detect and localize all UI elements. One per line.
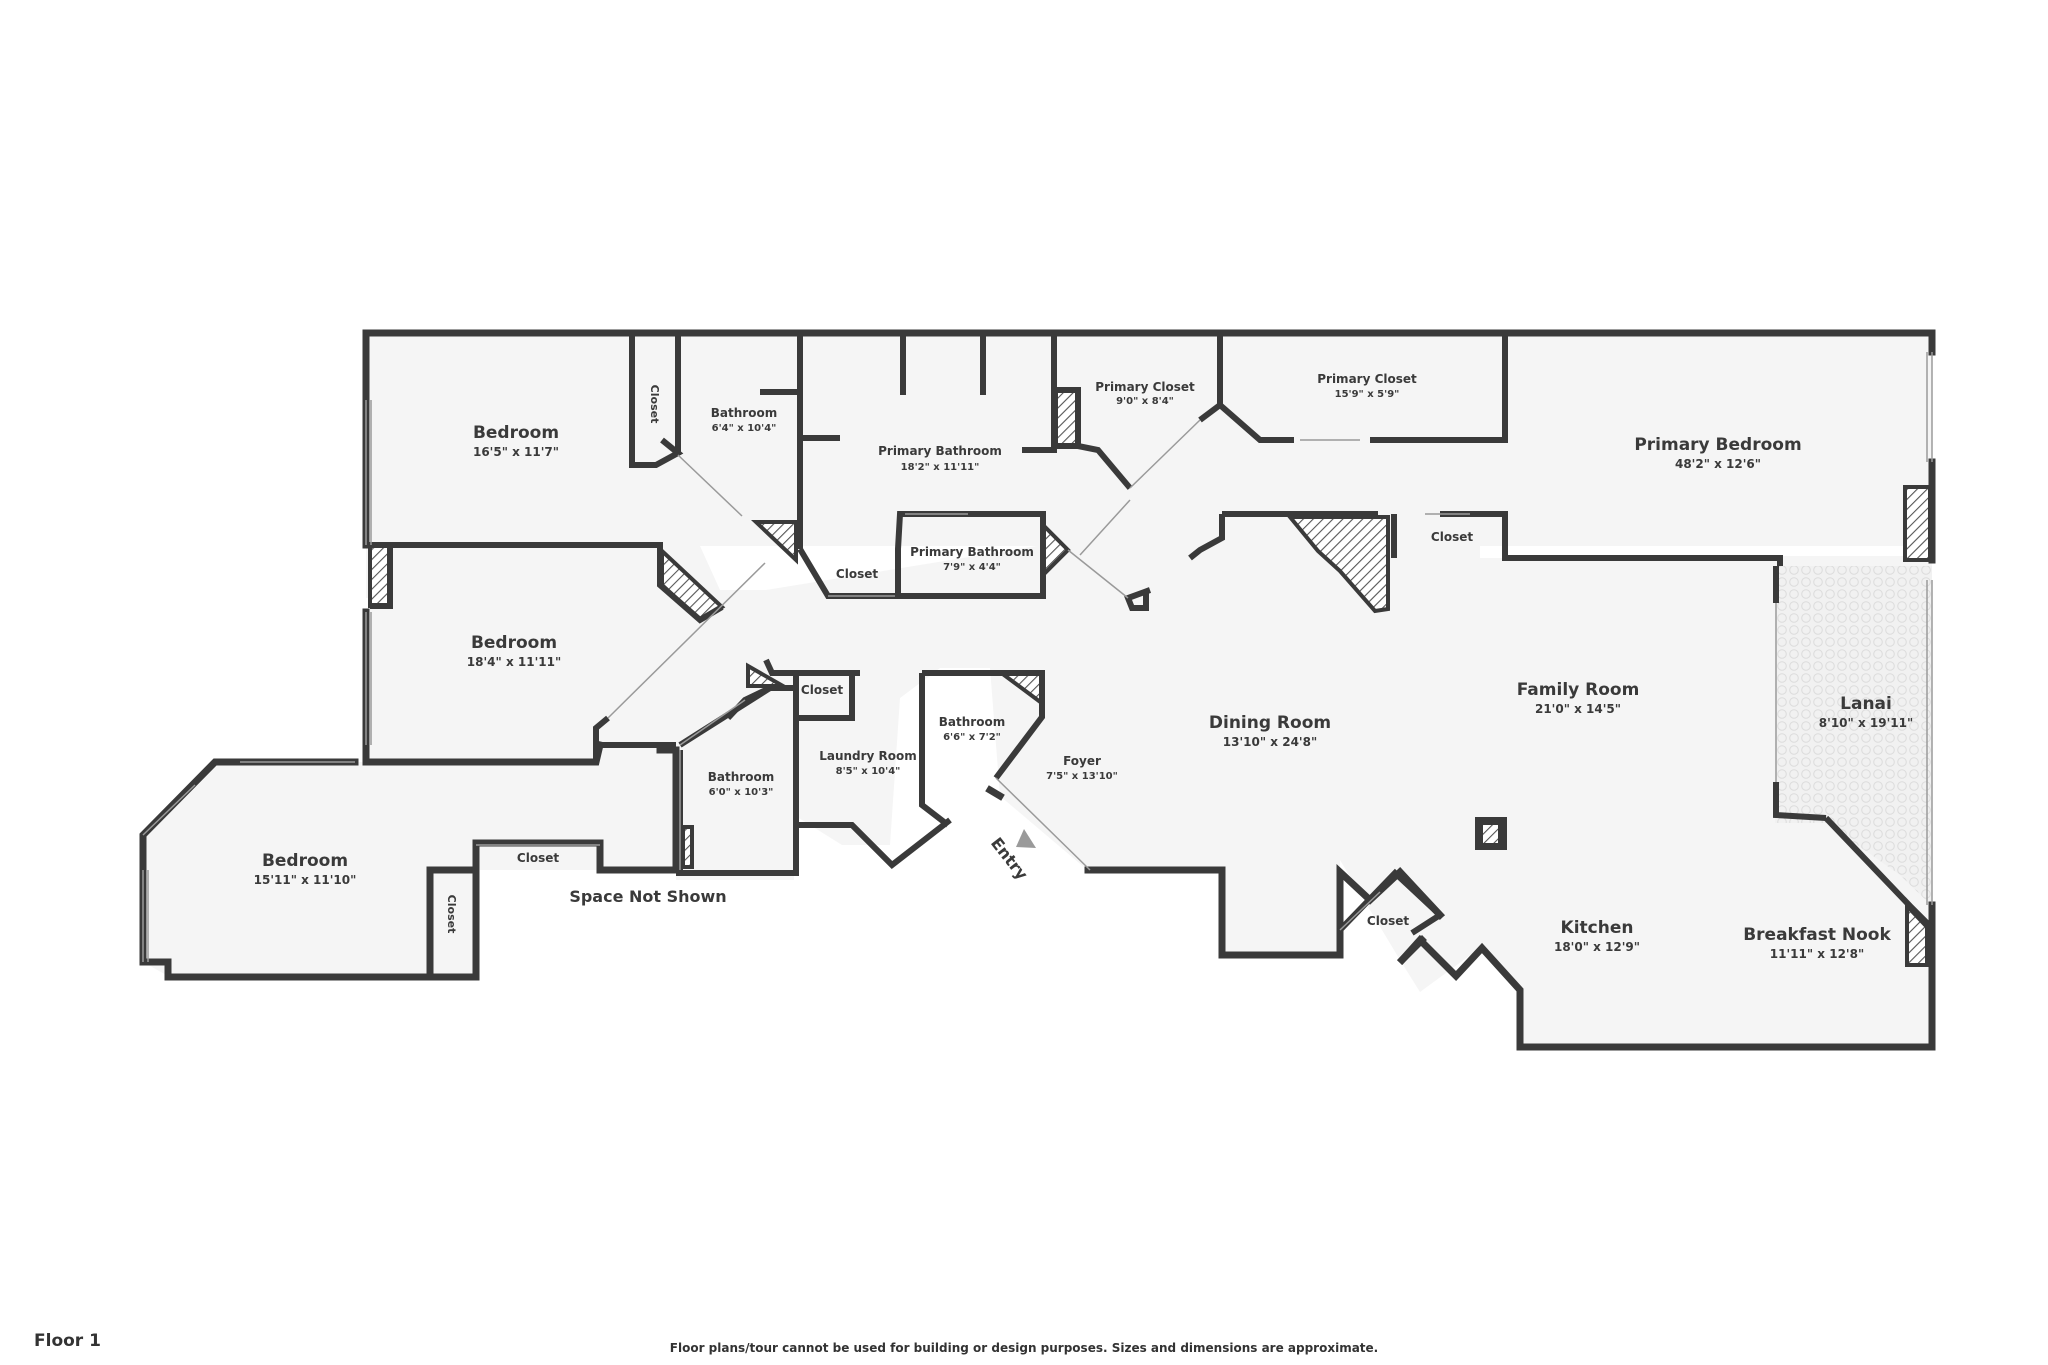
room-name-primary-bedroom: Primary Bedroom <box>1634 435 1801 455</box>
room-dims-primary-closet-1: 9'0" x 8'4" <box>1116 396 1174 407</box>
room-dims-laundry-room: 8'5" x 10'4" <box>836 766 901 777</box>
room-name-dining-room: Dining Room <box>1209 713 1331 733</box>
windows <box>142 352 1933 962</box>
room-dims-bedroom-sw: 15'11" x 11'10" <box>254 873 357 887</box>
lanai-floor <box>1775 566 1932 906</box>
room-name-closet-sw-v: Closet <box>445 895 458 934</box>
room-dims-dining-room: 13'10" x 24'8" <box>1223 735 1317 749</box>
room-name-closet-hall: Closet <box>836 567 878 581</box>
doors <box>142 419 1777 931</box>
room-dims-primary-bathroom: 18'2" x 11'11" <box>901 462 980 473</box>
room-dims-lanai: 8'10" x 19'11" <box>1819 716 1913 730</box>
room-dims-foyer: 7'5" x 13'10" <box>1046 771 1118 782</box>
room-name-primary-bathroom-2: Primary Bathroom <box>910 545 1034 559</box>
entry-arrow-icon <box>1016 829 1036 848</box>
room-name-primary-bathroom: Primary Bathroom <box>878 444 1002 458</box>
room-name-closet-primary: Closet <box>1431 530 1473 544</box>
room-name-bedroom-nw: Bedroom <box>473 423 559 443</box>
room-dims-primary-bedroom: 48'2" x 12'6" <box>1675 457 1761 471</box>
room-dims-breakfast-nook: 11'11" x 12'8" <box>1770 947 1864 961</box>
room-name-lanai: Lanai <box>1840 694 1892 714</box>
room-name-bedroom-w: Bedroom <box>471 633 557 653</box>
space-not-shown-label: Space Not Shown <box>569 887 726 906</box>
room-name-bedroom-sw: Bedroom <box>262 851 348 871</box>
floor-label: Floor 1 <box>34 1331 101 1351</box>
room-name-foyer: Foyer <box>1063 754 1101 768</box>
hatched-areas <box>368 388 1932 967</box>
room-dims-bathroom-c: 6'6" x 7'2" <box>943 732 1001 743</box>
room-dims-kitchen: 18'0" x 12'9" <box>1554 940 1640 954</box>
room-name-closet-laundry: Closet <box>801 683 843 697</box>
room-name-primary-closet-2: Primary Closet <box>1317 372 1417 386</box>
room-labels: Bedroom 16'5" x 11'7" Closet Bathroom 6'… <box>254 372 1914 961</box>
floor-fills <box>143 333 1932 1046</box>
room-name-breakfast-nook: Breakfast Nook <box>1743 925 1891 945</box>
room-name-closet-kitchen: Closet <box>1367 914 1409 928</box>
room-name-closet-sw-h: Closet <box>517 851 559 865</box>
room-dims-bedroom-w: 18'4" x 11'11" <box>467 655 561 669</box>
room-name-primary-closet-1: Primary Closet <box>1095 380 1195 394</box>
room-name-kitchen: Kitchen <box>1561 918 1634 938</box>
room-dims-primary-bathroom-2: 7'9" x 4'4" <box>943 562 1001 573</box>
room-dims-bathroom-n: 6'4" x 10'4" <box>712 423 777 434</box>
room-dims-family-room: 21'0" x 14'5" <box>1535 702 1621 716</box>
room-dims-bedroom-nw: 16'5" x 11'7" <box>473 445 559 459</box>
room-name-closet-nw: Closet <box>648 385 661 424</box>
room-name-bathroom-s: Bathroom <box>708 770 774 784</box>
room-name-bathroom-c: Bathroom <box>939 715 1005 729</box>
room-dims-primary-closet-2: 15'9" x 5'9" <box>1335 389 1400 400</box>
room-dims-bathroom-s: 6'0" x 10'3" <box>709 787 774 798</box>
room-name-family-room: Family Room <box>1517 680 1640 700</box>
room-name-laundry-room: Laundry Room <box>819 749 917 763</box>
room-name-bathroom-n: Bathroom <box>711 406 777 420</box>
disclaimer-text: Floor plans/tour cannot be used for buil… <box>669 1341 1379 1355</box>
